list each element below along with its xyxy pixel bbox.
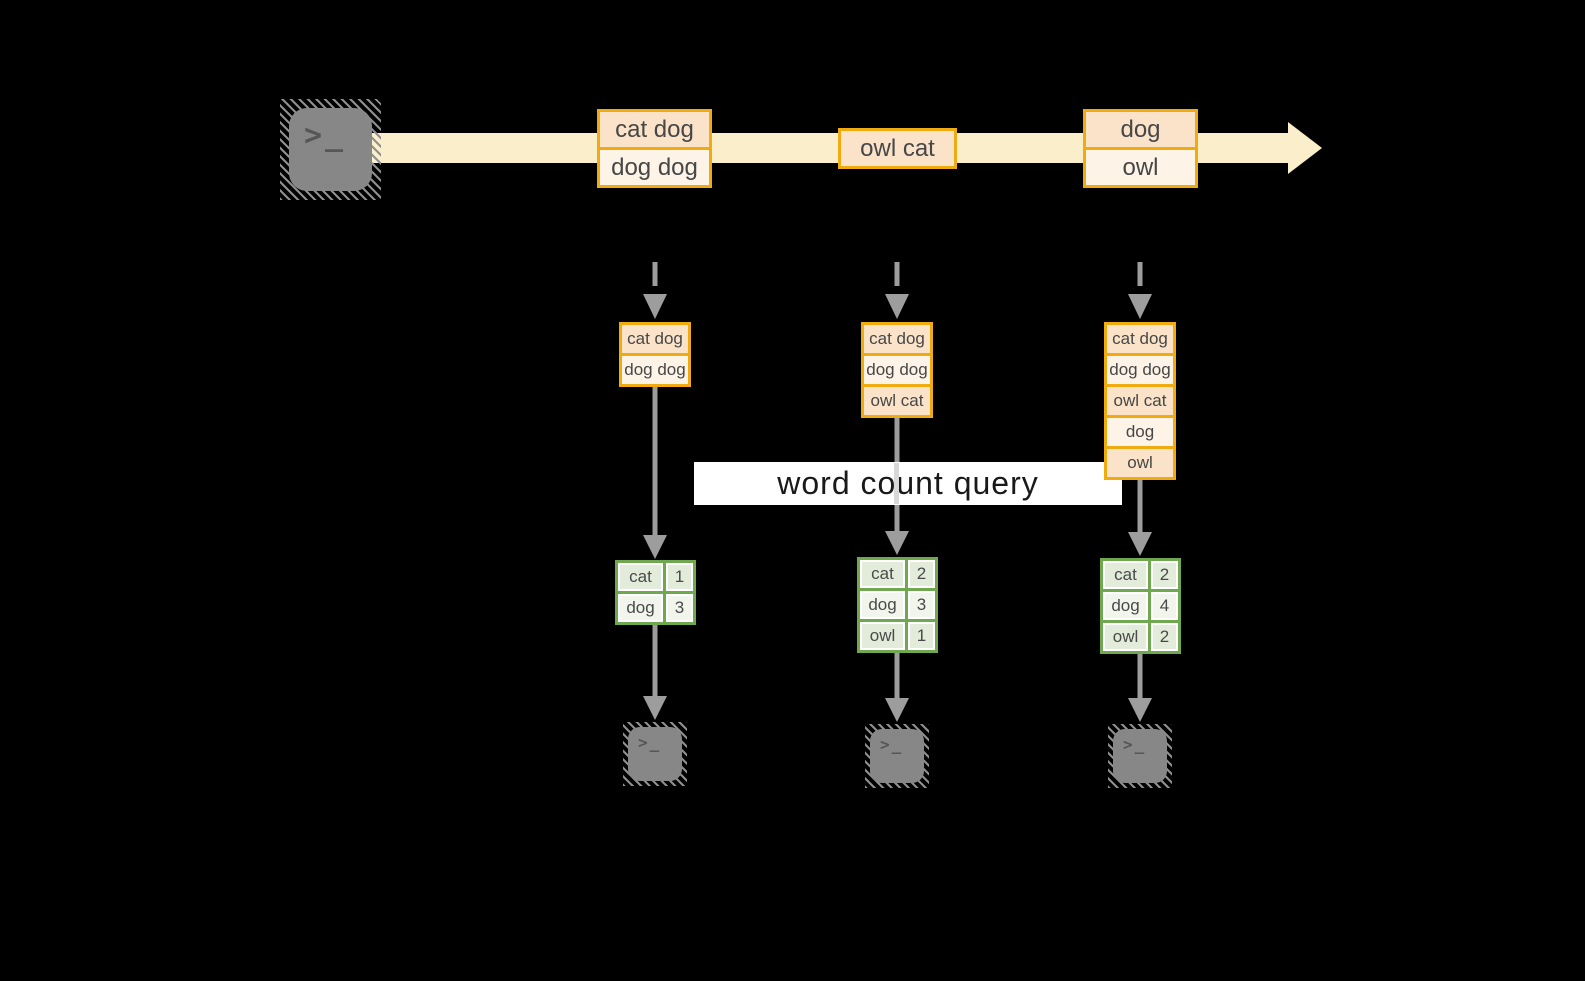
stream-message: owl (1086, 150, 1195, 185)
output-arrow-3 (1128, 654, 1152, 722)
stream-message: cat dog (600, 112, 709, 147)
count-word-cell: cat (860, 560, 905, 588)
sink-terminal-icon-1: >_ (623, 722, 687, 786)
count-table-2: cat 2 dog 3 owl 1 (857, 557, 938, 653)
count-value-cell: 3 (908, 591, 935, 619)
terminal-prompt-glyph: >_ (638, 733, 662, 752)
stream-event-2: owl cat (838, 128, 957, 169)
batch-row: cat dog (622, 325, 688, 353)
batch-stack-2: cat dog dog dog owl cat (861, 322, 933, 418)
dashed-arrow-batch-3 (1128, 262, 1152, 319)
count-value-cell: 3 (666, 594, 693, 622)
stream-message: owl cat (841, 131, 954, 166)
count-table-3: cat 2 dog 4 owl 2 (1100, 558, 1181, 654)
query-arrow-1 (643, 387, 667, 559)
stream-event-3: dog owl (1083, 109, 1198, 188)
batch-row: cat dog (864, 325, 930, 353)
count-word-cell: dog (860, 591, 905, 619)
count-word-cell: dog (618, 594, 663, 622)
sink-terminal-icon-2: >_ (865, 724, 929, 788)
count-word-cell: owl (1103, 623, 1148, 651)
batch-stack-3: cat dog dog dog owl cat dog owl (1104, 322, 1176, 480)
count-value-cell: 2 (1151, 623, 1178, 651)
batch-row: dog (1107, 418, 1173, 446)
stream-event-1: cat dog dog dog (597, 109, 712, 188)
batch-row: owl (1107, 449, 1173, 477)
terminal-body: >_ (289, 108, 372, 191)
batch-row: cat dog (1107, 325, 1173, 353)
terminal-body: >_ (870, 729, 924, 783)
count-word-cell: cat (1103, 561, 1148, 589)
batch-row: dog dog (864, 356, 930, 384)
count-table-1: cat 1 dog 3 (615, 560, 696, 625)
count-word-cell: dog (1103, 592, 1148, 620)
count-word-cell: owl (860, 622, 905, 650)
sink-terminal-icon-3: >_ (1108, 724, 1172, 788)
batch-stack-1: cat dog dog dog (619, 322, 691, 387)
terminal-prompt-glyph: >_ (304, 118, 347, 153)
batch-row: owl cat (864, 387, 930, 415)
batch-row: owl cat (1107, 387, 1173, 415)
count-value-cell: 2 (908, 560, 935, 588)
dashed-arrow-batch-2 (885, 262, 909, 319)
arrow-through-banner (894, 463, 899, 504)
batch-row: dog dog (622, 356, 688, 384)
source-terminal-icon: >_ (280, 99, 381, 200)
count-value-cell: 1 (666, 563, 693, 591)
word-count-query-banner: word count query (694, 462, 1122, 505)
stream-message: dog (1086, 112, 1195, 147)
count-value-cell: 4 (1151, 592, 1178, 620)
count-value-cell: 1 (908, 622, 935, 650)
count-value-cell: 2 (1151, 561, 1178, 589)
count-word-cell: cat (618, 563, 663, 591)
terminal-body: >_ (1113, 729, 1167, 783)
terminal-prompt-glyph: >_ (1123, 735, 1147, 754)
terminal-body: >_ (628, 727, 682, 781)
query-arrow-3 (1128, 480, 1152, 556)
output-arrow-2 (885, 653, 909, 722)
terminal-prompt-glyph: >_ (880, 735, 904, 754)
batch-row: dog dog (1107, 356, 1173, 384)
dashed-arrow-batch-1 (643, 262, 667, 319)
output-arrow-1 (643, 625, 667, 720)
stream-message: dog dog (600, 150, 709, 185)
